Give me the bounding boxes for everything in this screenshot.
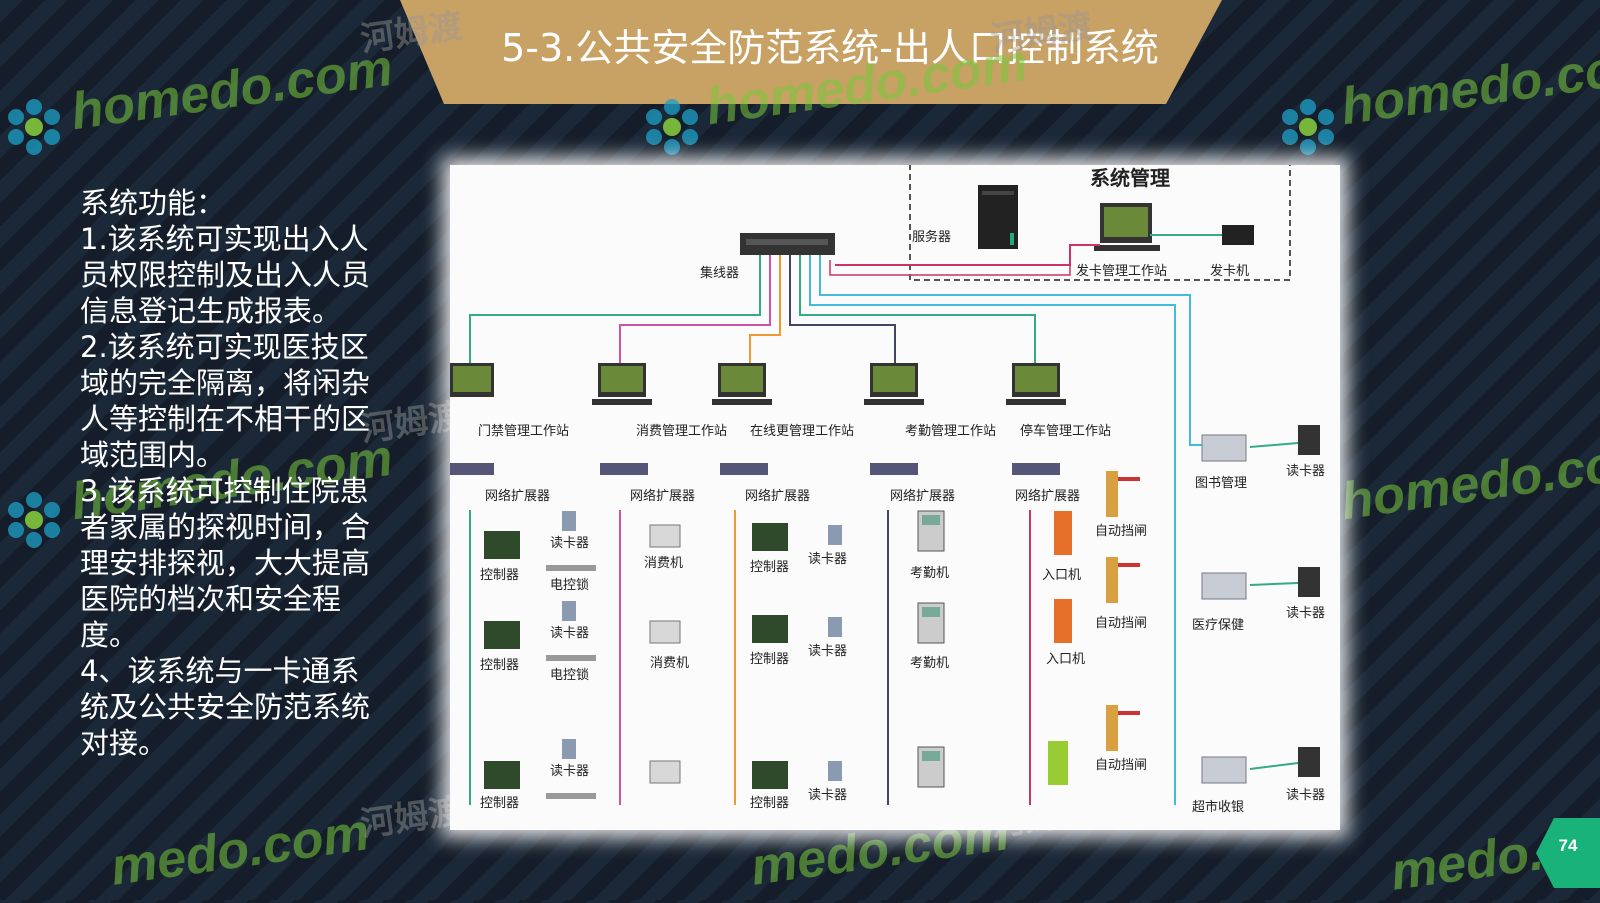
access-control-diagram: 系统管理 服务器 发卡管理工作站 发卡机 集线器 门禁管理工作站 消: [450, 165, 1340, 830]
hub-label: 集线器: [700, 265, 739, 281]
system-management-box: [909, 165, 1291, 281]
title-banner: [400, 0, 1222, 104]
right-card-reader-icons: [1298, 425, 1320, 777]
homedo-logo-icon: [1282, 99, 1334, 155]
diagram-svg: 系统管理 服务器 发卡管理工作站 发卡机 集线器 门禁管理工作站 消: [450, 165, 1325, 815]
description-item-1: 1.该系统可实现出入人员权限控制及出入人员信息登记生成报表。: [80, 222, 371, 328]
gate-label: 自动挡闸: [1095, 758, 1147, 773]
reader-short-label: 读卡器: [1286, 464, 1325, 479]
system-management-title: 系统管理: [1090, 166, 1170, 190]
card-management-workstation-icon: [1094, 203, 1160, 251]
station-label: 停车管理工作站: [1020, 423, 1111, 439]
lock-label: 电控锁: [550, 577, 589, 593]
expander-label: 网络扩展器: [745, 488, 810, 504]
expander-label: 网络扩展器: [890, 488, 955, 504]
reader-label: 读卡器: [808, 552, 847, 567]
homedo-logo-icon: [8, 492, 60, 548]
description-heading: 系统功能：: [80, 186, 226, 220]
station-label: 门禁管理工作站: [478, 424, 569, 439]
station-label: 在线更管理工作站: [750, 424, 854, 439]
reader-label: 读卡器: [808, 644, 847, 659]
pos-label: 消费机: [650, 656, 689, 671]
controller-label: 控制器: [480, 568, 519, 583]
expander-label: 网络扩展器: [630, 488, 695, 504]
watermark-text: homedo.com: [1337, 428, 1600, 532]
gate-label: 自动挡闸: [1095, 524, 1147, 539]
card-issuer-label: 发卡机: [1210, 263, 1249, 279]
electric-lock-icons: [546, 565, 596, 799]
server-icon: [978, 185, 1018, 249]
homedo-logo-icon: [8, 99, 60, 155]
card-management-workstation-label: 发卡管理工作站: [1076, 263, 1167, 279]
page-number-badge: [1536, 818, 1600, 888]
reader-label: 读卡器: [550, 626, 589, 641]
controller-icons: [484, 523, 788, 789]
entry-label: 入口机: [1042, 568, 1081, 583]
watermark-text: medo.com: [107, 803, 373, 897]
card-reader-icons: [562, 511, 842, 781]
page-title: 5-3.公共安全防范系统-出人口控制系统: [501, 26, 1159, 70]
pos-terminal-icons: [649, 524, 681, 784]
hub-icon: [740, 233, 835, 255]
attendance-label: 考勤机: [910, 566, 949, 581]
system-function-description: 系统功能： 1.该系统可实现出入人员权限控制及出入人员信息登记生成报表。 2.该…: [80, 185, 380, 761]
cash-register-icons: [1201, 434, 1247, 784]
reader-label: 读卡器: [550, 764, 589, 779]
controller-label: 控制器: [750, 560, 789, 575]
homedo-logo-icon: [646, 99, 698, 155]
lock-label: 电控锁: [550, 667, 589, 683]
description-item-4: 4、该系统与一卡通系统及公共安全防范系统对接。: [80, 654, 371, 760]
entry-label: 入口机: [1046, 652, 1085, 667]
attendance-label: 考勤机: [910, 656, 949, 671]
library-label: 图书管理: [1195, 476, 1247, 491]
controller-label: 控制器: [750, 652, 789, 667]
network-expander-icons: [450, 463, 1060, 475]
description-item-2: 2.该系统可实现医技区域的完全隔离，将闲杂人等控制在不相干的区域范围内。: [80, 330, 371, 472]
medical-label: 医疗保健: [1192, 618, 1244, 633]
controller-label: 控制器: [480, 796, 519, 811]
reader-label: 读卡器: [550, 536, 589, 551]
station-label: 消费管理工作站: [636, 424, 727, 439]
reader-short-label: 读卡器: [1286, 788, 1325, 803]
server-label: 服务器: [912, 229, 951, 245]
description-item-3: 3.该系统可控制住院患者家属的探视时间，合理安排探视，大大提高医院的档次和安全程…: [80, 474, 371, 652]
page-number: 74: [1558, 836, 1578, 855]
controller-label: 控制器: [480, 658, 519, 673]
attendance-machine-icons: [917, 510, 945, 788]
card-issuer-icon: [1222, 225, 1254, 245]
reader-label: 读卡器: [808, 788, 847, 803]
expander-label: 网络扩展器: [485, 488, 550, 504]
workstation-icons: [450, 363, 1066, 405]
watermark-text-cn: 河姆渡: [358, 791, 465, 845]
station-label: 考勤管理工作站: [905, 424, 996, 439]
entry-machine-icons: [1048, 511, 1072, 785]
auto-gate-icons: [1106, 471, 1140, 751]
controller-label: 控制器: [750, 796, 789, 811]
pos-label: 消费机: [644, 556, 683, 571]
supermarket-label: 超市收银: [1192, 799, 1244, 815]
reader-short-label: 读卡器: [1286, 606, 1325, 621]
expander-label: 网络扩展器: [1015, 488, 1080, 504]
gate-label: 自动挡闸: [1095, 616, 1147, 631]
